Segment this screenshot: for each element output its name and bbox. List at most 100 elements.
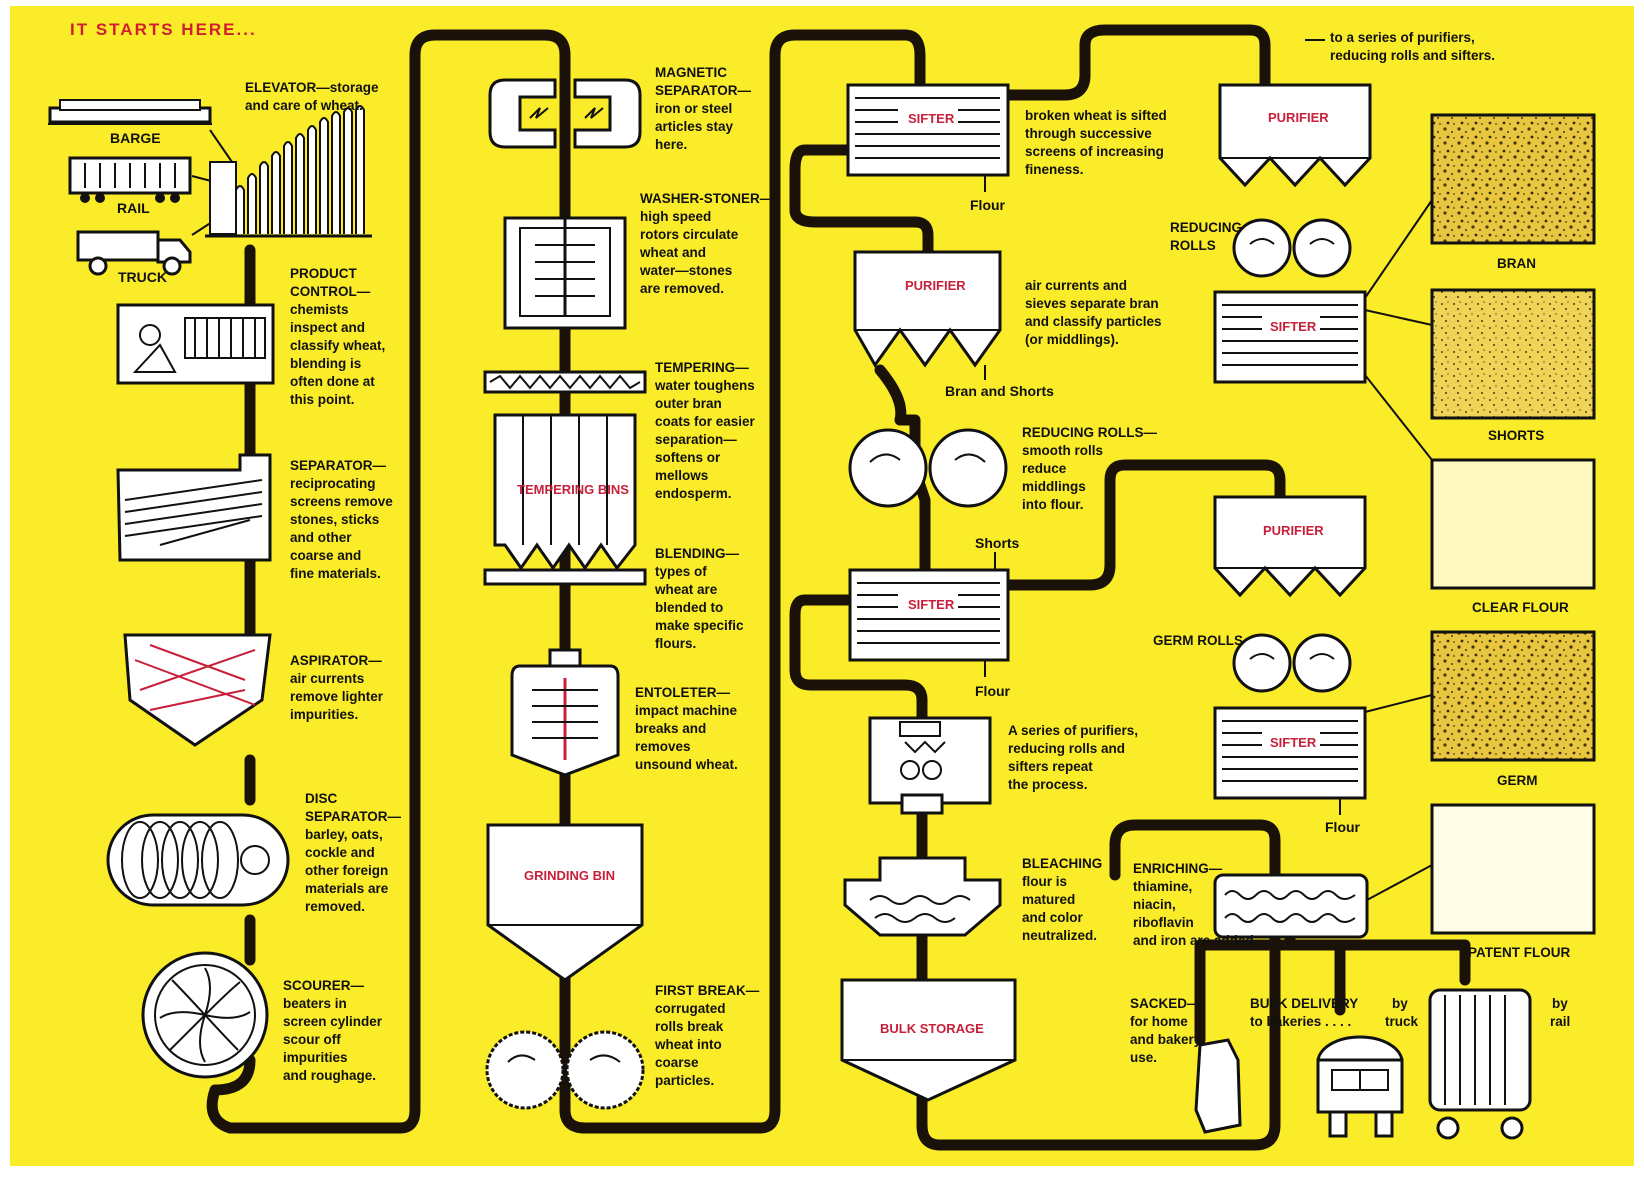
svg-text:fine materials.: fine materials.: [290, 566, 381, 581]
header-title: IT STARTS HERE...: [70, 20, 257, 39]
barge-label: BARGE: [110, 130, 161, 146]
svg-text:wheat are: wheat are: [654, 582, 718, 597]
svg-text:reducing rolls and sifters.: reducing rolls and sifters.: [1330, 48, 1495, 63]
svg-text:remove lighter: remove lighter: [290, 689, 384, 704]
shorts-sample: [1432, 290, 1594, 418]
svg-text:and bakery: and bakery: [1130, 1032, 1202, 1047]
svg-text:screens of increasing: screens of increasing: [1025, 144, 1164, 159]
svg-text:MAGNETIC: MAGNETIC: [655, 65, 727, 80]
scourer-icon: [143, 953, 267, 1077]
svg-text:rolls break: rolls break: [655, 1019, 724, 1034]
svg-text:flours.: flours.: [655, 636, 696, 651]
svg-text:use.: use.: [1130, 1050, 1157, 1065]
svg-text:riboflavin: riboflavin: [1133, 915, 1194, 930]
svg-text:stones, sticks: stones, sticks: [290, 512, 379, 527]
svg-text:matured: matured: [1022, 892, 1075, 907]
shorts-label: Shorts: [975, 535, 1020, 551]
svg-text:mellows: mellows: [655, 468, 708, 483]
svg-text:beaters in: beaters in: [283, 996, 347, 1011]
bran-shorts-label: Bran and Shorts: [945, 383, 1054, 399]
svg-text:softens or: softens or: [655, 450, 721, 465]
svg-text:scour off: scour off: [283, 1032, 341, 1047]
svg-text:REDUCING: REDUCING: [1170, 220, 1242, 235]
svg-text:truck: truck: [1385, 1014, 1419, 1029]
svg-text:reduce: reduce: [1022, 461, 1067, 476]
shorts-label-product: SHORTS: [1488, 428, 1544, 443]
purifier-3-label: PURIFIER: [1263, 523, 1324, 538]
svg-text:reducing rolls and: reducing rolls and: [1008, 741, 1125, 756]
svg-text:FIRST BREAK—: FIRST BREAK—: [655, 983, 760, 998]
svg-text:neutralized.: neutralized.: [1022, 928, 1097, 943]
purifier-2-label: PURIFIER: [1268, 110, 1329, 125]
svg-text:to a series of purifiers,: to a series of purifiers,: [1330, 30, 1475, 45]
product-control-icon: [118, 305, 273, 383]
svg-text:high speed: high speed: [640, 209, 711, 224]
disc-separator-icon: [108, 815, 288, 905]
svg-text:and classify particles: and classify particles: [1025, 314, 1162, 329]
svg-text:BLEACHING: BLEACHING: [1022, 856, 1102, 871]
svg-text:and roughage.: and roughage.: [283, 1068, 376, 1083]
svg-text:rail: rail: [1550, 1014, 1570, 1029]
truck-label: TRUCK: [118, 269, 167, 285]
svg-text:BULK DELIVERY: BULK DELIVERY: [1250, 996, 1358, 1011]
svg-text:air currents and: air currents and: [1025, 278, 1127, 293]
svg-text:broken wheat is sifted: broken wheat is sifted: [1025, 108, 1167, 123]
svg-text:and other: and other: [290, 530, 352, 545]
svg-text:removed.: removed.: [305, 899, 365, 914]
sifter-4-label: SIFTER: [1270, 735, 1317, 750]
svg-text:screens remove: screens remove: [290, 494, 393, 509]
tempering-conveyor-icon: [485, 372, 645, 392]
tempering-bins-label: TEMPERING BINS: [517, 482, 629, 497]
svg-text:ELEVATOR—storage: ELEVATOR—storage: [245, 80, 379, 95]
svg-text:coarse: coarse: [655, 1055, 699, 1070]
svg-text:corrugated: corrugated: [655, 1001, 726, 1016]
svg-text:chemists: chemists: [290, 302, 349, 317]
svg-text:water—stones: water—stones: [639, 263, 732, 278]
sifter-4-icon: [1215, 708, 1365, 815]
bran-label: BRAN: [1497, 256, 1536, 271]
svg-text:SCOURER—: SCOURER—: [283, 978, 365, 993]
svg-text:thiamine,: thiamine,: [1133, 879, 1192, 894]
sifter-1-icon: [848, 85, 1008, 192]
svg-text:middlings: middlings: [1022, 479, 1086, 494]
svg-text:materials are: materials are: [305, 881, 389, 896]
svg-text:screen cylinder: screen cylinder: [283, 1014, 383, 1029]
svg-text:and color: and color: [1022, 910, 1084, 925]
svg-text:and care of wheat.: and care of wheat.: [245, 98, 363, 113]
sifter-3-icon: [1215, 292, 1365, 382]
svg-text:water toughens: water toughens: [654, 378, 755, 393]
svg-text:removes: removes: [635, 739, 691, 754]
svg-text:endosperm.: endosperm.: [655, 486, 732, 501]
svg-text:outer bran: outer bran: [655, 396, 722, 411]
svg-text:impact machine: impact machine: [635, 703, 738, 718]
svg-text:sifters repeat: sifters repeat: [1008, 759, 1093, 774]
svg-text:rotors circulate: rotors circulate: [640, 227, 739, 242]
svg-text:impurities.: impurities.: [290, 707, 358, 722]
rail-label: RAIL: [117, 200, 150, 216]
svg-text:iron or steel: iron or steel: [655, 101, 732, 116]
svg-text:through successive: through successive: [1025, 126, 1152, 141]
svg-text:ENTOLETER—: ENTOLETER—: [635, 685, 731, 700]
svg-text:A series of purifiers,: A series of purifiers,: [1008, 723, 1138, 738]
svg-text:classify wheat,: classify wheat,: [290, 338, 385, 353]
svg-text:by: by: [1392, 996, 1408, 1011]
svg-text:articles stay: articles stay: [655, 119, 734, 134]
svg-text:ENRICHING—: ENRICHING—: [1133, 861, 1223, 876]
barge-icon: [48, 100, 212, 124]
svg-text:BLENDING—: BLENDING—: [655, 546, 739, 561]
grinding-bin-label: GRINDING BIN: [524, 868, 615, 883]
sifter-2-label: SIFTER: [908, 597, 955, 612]
flour-label-1: Flour: [970, 197, 1006, 213]
germ-sample: [1432, 632, 1594, 760]
bulk-storage-label: BULK STORAGE: [880, 1021, 984, 1036]
bran-sample: [1432, 115, 1594, 243]
svg-text:to bakeries . . . .: to bakeries . . . .: [1250, 1014, 1351, 1029]
sack-icon: [1196, 1040, 1240, 1132]
svg-text:inspect and: inspect and: [290, 320, 365, 335]
purifier-3-icon: [1215, 497, 1365, 595]
entoleter-icon: [512, 650, 618, 775]
svg-text:SEPARATOR—: SEPARATOR—: [655, 83, 752, 98]
svg-text:SEPARATOR—: SEPARATOR—: [305, 809, 402, 824]
